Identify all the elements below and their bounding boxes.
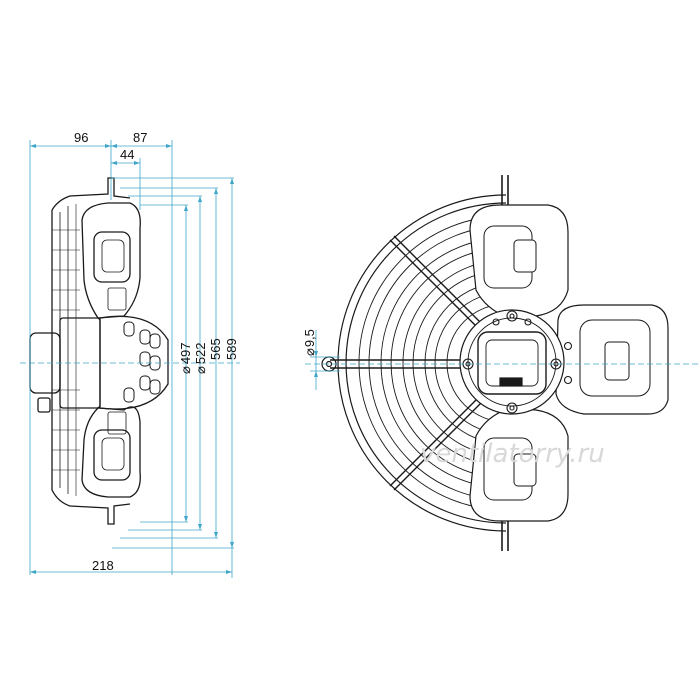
dim-522: 522	[193, 342, 208, 364]
guard-struts	[330, 235, 485, 491]
blade-lower-cutout	[93, 429, 131, 481]
diameter-symbol: ⌀	[193, 366, 208, 374]
front-dimensions	[305, 330, 700, 390]
blade-upper-cutout	[93, 231, 131, 283]
dim-218: 218	[92, 558, 114, 573]
side-view	[29, 177, 169, 525]
dim-522-group: ⌀ 522	[193, 342, 208, 374]
svg-text:⌀497: ⌀ 497	[178, 342, 193, 374]
blade-upper	[81, 202, 141, 319]
side-arrows	[30, 144, 234, 574]
svg-text:⌀9,5: ⌀9,5	[302, 329, 317, 356]
terminal-box-front	[477, 331, 547, 395]
front-arrows	[314, 351, 318, 377]
dim-9-5: 9,5	[302, 329, 317, 347]
dim-44: 44	[120, 147, 134, 162]
dim-589-group: 589	[224, 338, 239, 360]
dim-589: 589	[224, 338, 239, 360]
hub-fins	[123, 321, 161, 403]
dim-87: 87	[133, 130, 147, 145]
guard-rings	[337, 194, 507, 532]
dim-565-group: 565	[208, 338, 223, 360]
side-dimensions	[20, 140, 240, 578]
diameter-symbol: ⌀	[302, 348, 317, 356]
watermark: ventilatorry.ru	[420, 439, 605, 469]
svg-text:⌀522: ⌀ 522	[193, 342, 208, 374]
nameplate	[499, 377, 523, 387]
cable-gland	[37, 397, 51, 413]
dim-96: 96	[74, 130, 88, 145]
diameter-symbol: ⌀	[178, 366, 193, 374]
front-view	[321, 175, 669, 551]
dim-497-group: ⌀ 497	[178, 342, 193, 374]
dim-9-5-group: ⌀9,5	[302, 329, 317, 356]
rotor-hub	[99, 315, 169, 410]
guard-ribs	[52, 229, 80, 471]
dim-565: 565	[208, 338, 223, 360]
blade-lower	[81, 406, 141, 498]
dim-497: 497	[178, 342, 193, 364]
